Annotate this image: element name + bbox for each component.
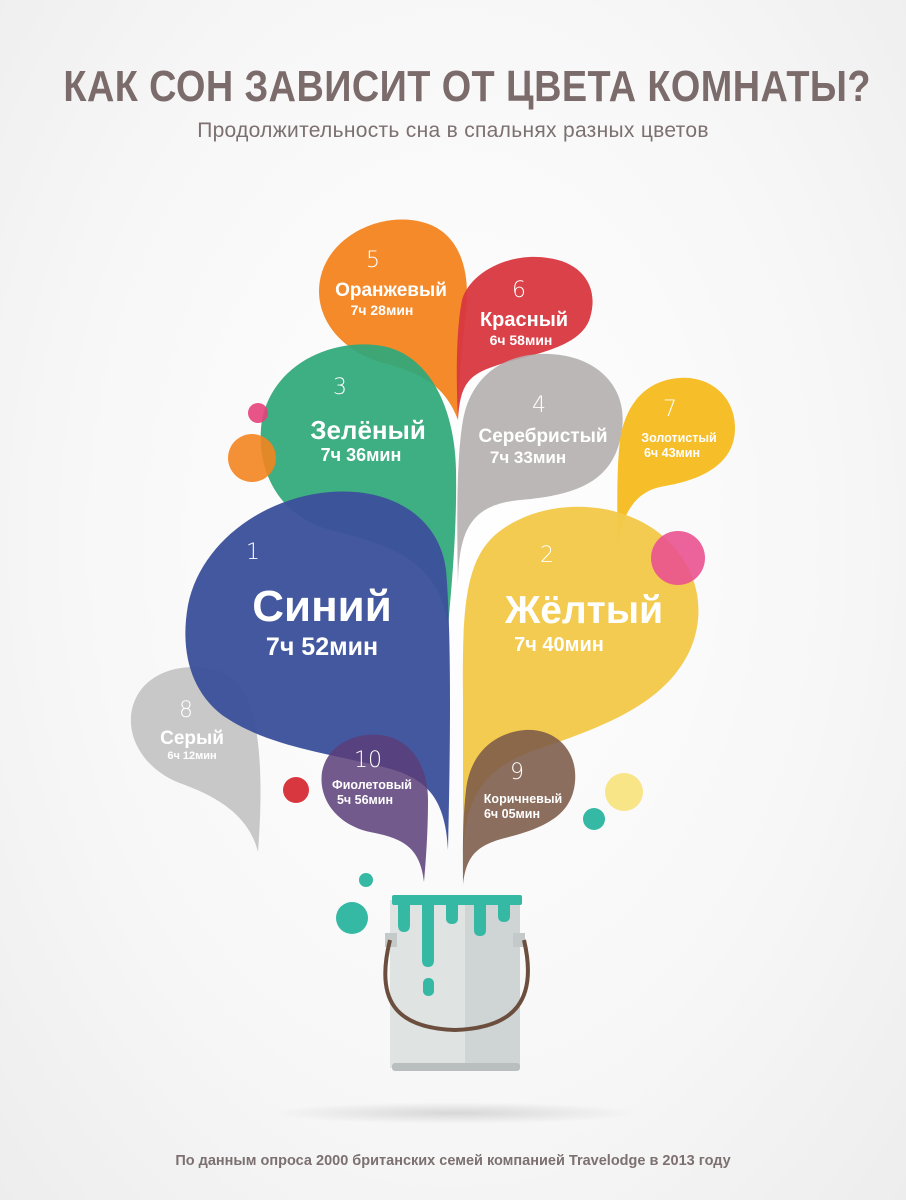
bubble-6-label: 6 bbox=[512, 278, 526, 303]
teal-dot-right bbox=[583, 808, 605, 830]
bubble-10-time: 5ч 56мин bbox=[336, 793, 394, 807]
bubble-6-time: 6ч 58мин bbox=[489, 332, 553, 348]
yellow-dot bbox=[605, 773, 643, 811]
bubble-3-name: Зелёный bbox=[310, 415, 426, 445]
bubble-6-rank: 6 bbox=[512, 278, 526, 303]
orange-paint-bubble bbox=[319, 219, 468, 420]
paint-bucket-icon bbox=[383, 895, 530, 1071]
bubble-4-text: Серебристый 7ч 33мин bbox=[478, 426, 607, 468]
red-dot bbox=[283, 777, 309, 803]
source-note: По данным опроса 2000 британских семей к… bbox=[175, 1153, 731, 1169]
bubble-8-label: 8 bbox=[179, 698, 193, 723]
bubble-2-name: Жёлтый bbox=[504, 589, 664, 632]
bubble-9-rank: 9 bbox=[510, 760, 524, 785]
bubble-10-rank: 10 bbox=[354, 748, 382, 773]
pink-dot-small bbox=[248, 403, 268, 423]
teal-dot-large bbox=[336, 902, 368, 934]
bubble-7-rank: 7 bbox=[663, 397, 677, 422]
bubble-8-text: Серый 6ч 12мин bbox=[160, 728, 224, 762]
pink-dot-large bbox=[651, 531, 705, 585]
bubble-1-text: Синий 7ч 52мин bbox=[252, 583, 392, 662]
bubble-3-rank: 3 bbox=[333, 375, 347, 400]
bubble-5-name: Оранжевый bbox=[335, 280, 447, 301]
orange-dot bbox=[228, 434, 276, 482]
bubble-9-text: Коричневый 6ч 05мин bbox=[484, 791, 562, 821]
bubble-9-label: 9 bbox=[510, 760, 524, 785]
page-subtitle: Продолжительность сна в спальнях разных … bbox=[197, 119, 709, 142]
bubble-8-time: 6ч 12мин bbox=[167, 750, 217, 762]
bubble-5-text: Оранжевый 7ч 28мин bbox=[335, 280, 447, 318]
bubble-3-label: 3 bbox=[333, 375, 347, 400]
yellow-paint-bubble bbox=[462, 506, 699, 862]
gold-paint-bubble bbox=[617, 377, 735, 545]
bubble-8-rank: 8 bbox=[179, 698, 193, 723]
bubble-1-rank: 1 bbox=[246, 540, 260, 565]
bubble-4-time: 7ч 33мин bbox=[489, 448, 567, 467]
bubble-4-rank: 4 bbox=[532, 393, 546, 418]
bubble-5-time: 7ч 28мин bbox=[350, 302, 414, 318]
bubble-2-time: 7ч 40мин bbox=[514, 634, 604, 656]
bubble-1-time: 7ч 52мин bbox=[265, 633, 379, 661]
bubble-6-name: Красный bbox=[479, 309, 569, 331]
bubble-4-label: 4 bbox=[532, 393, 546, 418]
bubble-9-name: Коричневый bbox=[483, 792, 563, 806]
bubble-3-time: 7ч 36мин bbox=[320, 445, 402, 465]
bubble-9-time: 6ч 05мин bbox=[483, 807, 541, 821]
bubble-10-name: Фиолетовый bbox=[332, 778, 412, 792]
bubble-2-label: 2 bbox=[540, 543, 554, 568]
bubble-5-label: 5 bbox=[366, 248, 380, 273]
bubble-7-label: 7 bbox=[663, 397, 677, 422]
bubble-2-text: Жёлтый 7ч 40мин bbox=[505, 590, 663, 657]
bubble-7-name: Золотистый bbox=[641, 431, 717, 445]
bubble-5-rank: 5 bbox=[366, 248, 380, 273]
bubble-7-time: 6ч 43мин bbox=[643, 446, 701, 460]
teal-dot-small bbox=[359, 873, 373, 887]
bubble-10-label: 10 bbox=[354, 748, 382, 773]
bubble-4-name: Серебристый bbox=[478, 426, 608, 447]
silver-paint-bubble bbox=[457, 353, 623, 590]
bubble-2-rank: 2 bbox=[540, 543, 554, 568]
page-title: КАК СОН ЗАВИСИТ ОТ ЦВЕТА КОМНАТЫ? bbox=[63, 62, 871, 111]
purple-paint-bubble bbox=[321, 734, 428, 882]
bubble-1-name: Синий bbox=[252, 582, 392, 631]
bubble-3-text: Зелёный 7ч 36мин bbox=[310, 415, 426, 466]
bubble-8-name: Серый bbox=[160, 728, 224, 749]
bubble-6-text: Красный 6ч 58мин bbox=[480, 308, 568, 348]
bubble-1-label: 1 bbox=[246, 540, 260, 565]
bucket-shadow bbox=[270, 1102, 640, 1124]
bubble-7-text: Золотистый 6ч 43мин bbox=[641, 430, 717, 460]
bubble-10-text: Фиолетовый 5ч 56мин bbox=[332, 777, 412, 807]
red-paint-bubble bbox=[456, 256, 593, 420]
brown-paint-bubble bbox=[462, 729, 576, 885]
